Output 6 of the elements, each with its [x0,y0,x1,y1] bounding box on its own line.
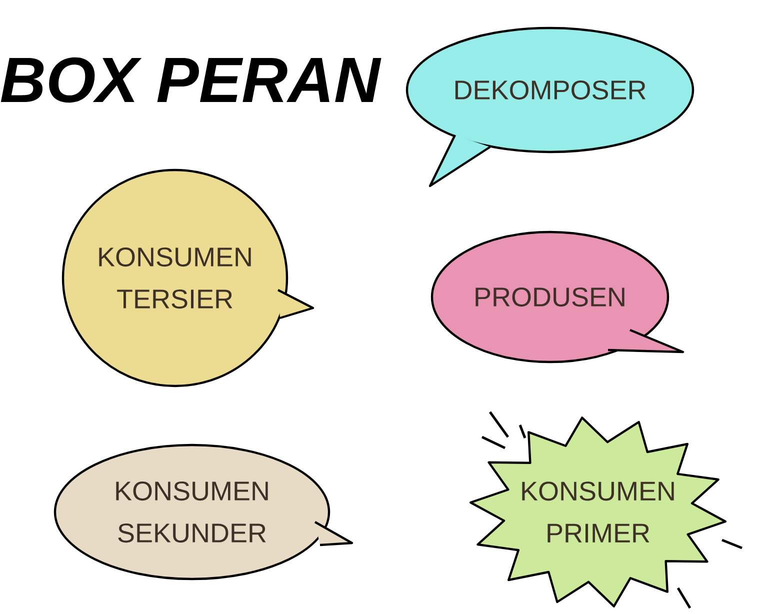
starburst-bubble: KONSUMEN PRIMER [470,416,726,608]
speech-bubble: DEKOMPOSER [406,26,694,188]
title: BOX PERAN [0,57,382,103]
speech-bubble: PRODUSEN [430,230,684,364]
speech-bubble: KONSUMEN TERSIER [62,168,314,388]
speech-bubble: KONSUMEN SEKUNDER [54,444,354,580]
